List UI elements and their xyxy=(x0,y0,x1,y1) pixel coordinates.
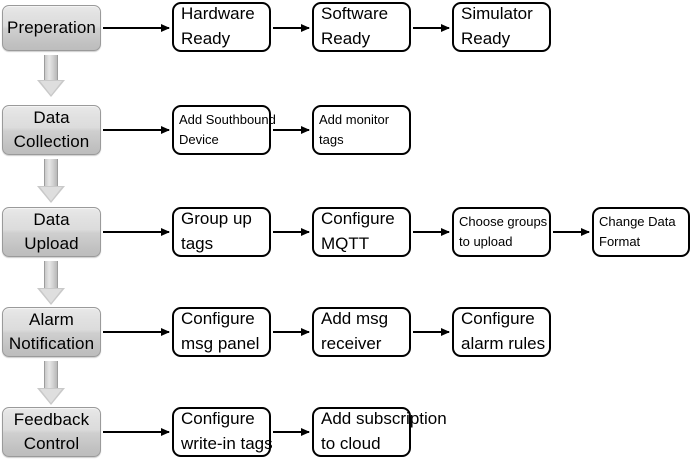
flow-arrow-down-data-collection-to-data-upload xyxy=(35,159,67,203)
step-box-software-ready[interactable]: Software Ready xyxy=(312,2,411,52)
connector-arrow-configure-mqtt-to-choose-groups xyxy=(413,231,449,233)
step-box-configure-alarm-rules[interactable]: Configure alarm rules xyxy=(452,307,551,357)
stage-box-data-collection[interactable]: Data Collection xyxy=(2,105,101,155)
step-box-configure-msg-panel[interactable]: Configure msg panel xyxy=(172,307,271,357)
connector-arrow-add-southbound-device-to-add-monitor-tags xyxy=(273,129,309,131)
arrow-shaft xyxy=(44,55,58,82)
connector-arrow-configure-msg-panel-to-add-msg-receiver xyxy=(273,331,309,333)
stage-box-feedback-control[interactable]: Feedback Control xyxy=(2,407,101,457)
step-box-choose-groups-to-upload[interactable]: Choose groups to upload xyxy=(452,207,551,257)
flow-arrow-down-preparation-to-data-collection xyxy=(35,55,67,97)
step-label-line: Software xyxy=(321,4,389,24)
stage-label-line: Data xyxy=(33,107,70,127)
connector-arrow-group-up-tags-to-configure-mqtt xyxy=(273,231,309,233)
step-label-line: to upload xyxy=(459,234,513,249)
step-label-line: msg panel xyxy=(181,334,260,353)
step-box-add-subscription-to-cloud[interactable]: Add subscription to cloud xyxy=(312,407,447,457)
connector-arrow-preparation-to-hardware-ready xyxy=(103,27,169,29)
arrow-head-highlight xyxy=(40,289,62,303)
arrow-shaft xyxy=(44,159,58,188)
step-label-line: Format xyxy=(599,234,641,249)
step-label-line: Configure xyxy=(181,409,255,429)
step-label-line: Simulator xyxy=(461,4,533,24)
connector-arrow-add-msg-receiver-to-configure-alarm-rules xyxy=(413,331,449,333)
step-box-add-monitor-tags[interactable]: Add monitor tags xyxy=(312,105,411,155)
stage-label-line: Notification xyxy=(8,334,95,353)
step-label-line: Add subscription xyxy=(321,409,447,429)
step-label-line: alarm rules xyxy=(461,334,546,353)
arrow-head-highlight xyxy=(40,81,62,95)
stage-label-line: Preperation xyxy=(7,17,96,37)
stage-label-line: Data xyxy=(33,209,70,229)
stage-label-line: Collection xyxy=(13,132,90,151)
connector-arrow-data-upload-to-group-up-tags xyxy=(103,231,169,233)
step-box-group-up-tags[interactable]: Group up tags xyxy=(172,207,271,257)
step-label-line: Add Southbound xyxy=(179,111,276,127)
step-label-line: write-in tags xyxy=(181,434,273,453)
step-label-line: tags xyxy=(319,132,344,147)
step-label-line: Ready xyxy=(321,29,371,48)
step-box-configure-mqtt[interactable]: Configure MQTT xyxy=(312,207,411,257)
step-label-line: Configure xyxy=(321,209,395,229)
connector-arrow-software-ready-to-simulator-ready xyxy=(413,27,449,29)
stage-label-line: Alarm xyxy=(29,309,74,329)
step-label-line: MQTT xyxy=(321,234,370,253)
step-label-line: Hardware xyxy=(181,4,255,24)
connector-arrow-feedback-control-to-configure-write-in-tags xyxy=(103,431,169,433)
step-label-line: Device xyxy=(179,132,219,147)
arrow-shaft xyxy=(44,361,58,390)
stage-label-line: Feedback xyxy=(13,409,90,429)
step-label-line: Ready xyxy=(181,29,231,48)
step-label-line: Configure xyxy=(181,309,255,329)
stage-box-alarm-notification[interactable]: Alarm Notification xyxy=(2,307,101,357)
step-label-line: Choose groups xyxy=(459,213,548,229)
arrow-head-highlight xyxy=(40,389,62,403)
flow-arrow-down-data-upload-to-alarm-notification xyxy=(35,261,67,305)
step-label-line: Add monitor xyxy=(319,111,390,127)
connector-arrow-choose-groups-to-change-data-format xyxy=(553,231,589,233)
connector-arrow-data-collection-to-add-southbound-device xyxy=(103,129,169,131)
arrow-head-highlight xyxy=(40,187,62,201)
step-label-line: Group up xyxy=(181,209,252,229)
arrow-shaft xyxy=(44,261,58,290)
connector-arrow-configure-write-in-tags-to-add-subscription xyxy=(273,431,309,433)
stage-box-data-upload[interactable]: Data Upload xyxy=(2,207,101,257)
connector-arrow-hardware-ready-to-software-ready xyxy=(273,27,309,29)
step-box-hardware-ready[interactable]: Hardware Ready xyxy=(172,2,271,52)
step-label-line: Add msg xyxy=(321,309,389,329)
stage-label-line: Control xyxy=(23,434,80,453)
flow-arrow-down-alarm-notification-to-feedback-control xyxy=(35,361,67,405)
step-label-line: to cloud xyxy=(321,434,381,453)
step-label-line: tags xyxy=(181,234,214,253)
step-label-line: Ready xyxy=(461,29,511,48)
stage-label-line: Upload xyxy=(24,234,79,253)
step-box-change-data-format[interactable]: Change Data Format xyxy=(592,207,690,257)
step-box-configure-write-in-tags[interactable]: Configure write-in tags xyxy=(172,407,273,457)
step-box-add-msg-receiver[interactable]: Add msg receiver xyxy=(312,307,411,357)
step-label-line: receiver xyxy=(321,334,382,353)
step-box-simulator-ready[interactable]: Simulator Ready xyxy=(452,2,551,52)
step-box-add-southbound-device[interactable]: Add Southbound Device xyxy=(172,105,276,155)
step-label-line: Configure xyxy=(461,309,535,329)
connector-arrow-alarm-notification-to-configure-msg-panel xyxy=(103,331,169,333)
stage-box-preparation[interactable]: Preperation xyxy=(2,5,101,51)
step-label-line: Change Data xyxy=(599,213,676,229)
